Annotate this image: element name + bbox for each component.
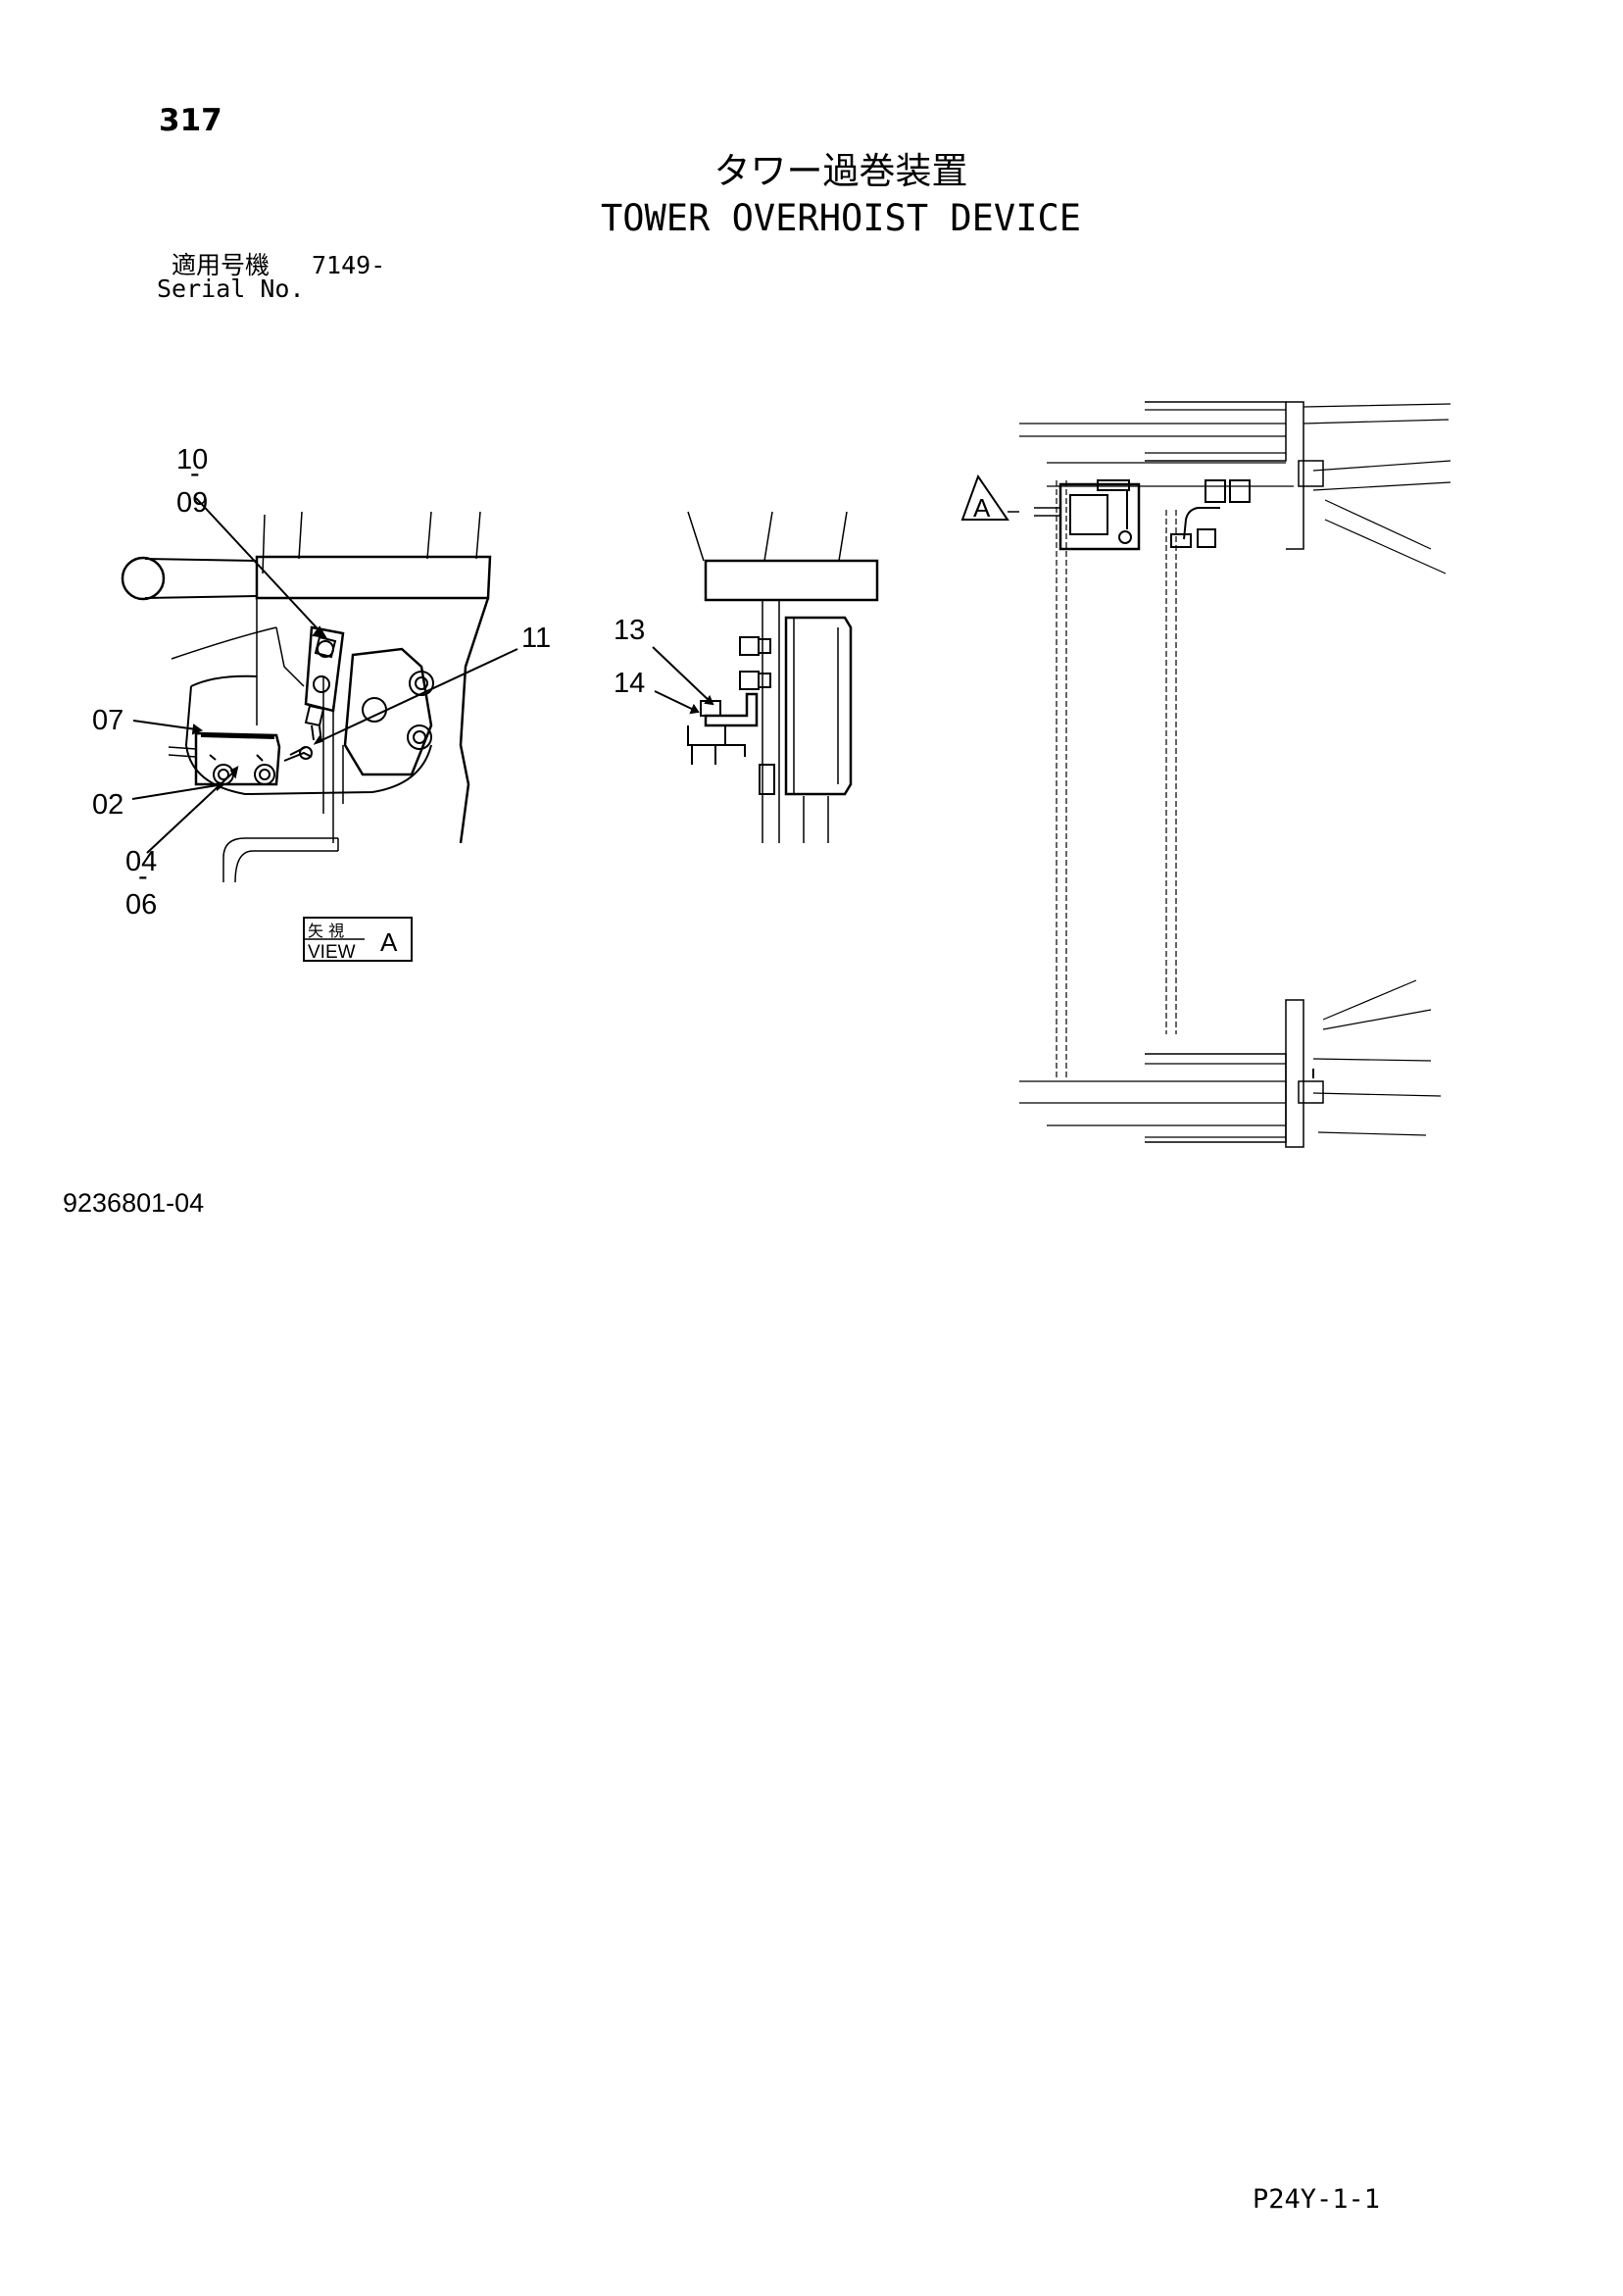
callout-13: 13 (614, 615, 645, 646)
title-english: TOWER OVERHOIST DEVICE (600, 197, 1082, 239)
left-view-drawing (121, 497, 518, 883)
serial-label-japanese: 適用号機 (172, 251, 270, 279)
callout-07: 07 (92, 705, 123, 736)
title-japanese: タワー過巻装置 (713, 150, 968, 192)
callout-dash-2: - (138, 861, 148, 892)
page-number: 317 (159, 103, 222, 138)
middle-view-drawing (652, 511, 879, 843)
page-code: P24Y-1-1 (1253, 2184, 1381, 2215)
callout-11: 11 (521, 623, 551, 654)
callout-02: 02 (92, 789, 123, 821)
drawing-number: 9236801-04 (63, 1188, 205, 1218)
callout-14: 14 (614, 668, 645, 699)
view-a-box (303, 917, 413, 962)
callout-10: 10 (176, 444, 208, 475)
serial-value: 7149- (312, 251, 386, 279)
callout-06: 06 (125, 889, 157, 921)
callout-04: 04 (125, 846, 157, 877)
view-box-letter: A (380, 927, 398, 957)
view-box-japanese: 矢 視 (308, 922, 344, 940)
callout-dash-1: - (190, 458, 200, 489)
callout-09: 09 (176, 487, 208, 519)
right-view-drawing (960, 401, 1451, 1148)
view-box-english: VIEW (308, 942, 356, 963)
view-marker-letter: A (973, 493, 991, 523)
serial-label-english: Serial No. (157, 275, 305, 303)
